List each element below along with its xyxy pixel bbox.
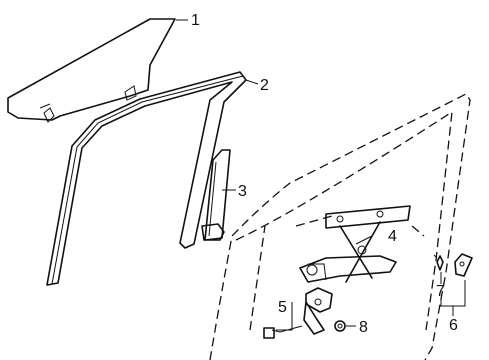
glass-run-channel [46, 71, 247, 286]
leader-lines [176, 19, 466, 331]
clip [433, 254, 444, 271]
door-outline [209, 93, 471, 360]
grommet [334, 320, 346, 332]
callout-8: 8 [359, 319, 368, 336]
callout-7: 7 [436, 283, 445, 300]
callout-6: 6 [449, 317, 458, 334]
clip-large [454, 253, 473, 277]
rear-channel-guide [201, 149, 231, 241]
callout-3: 3 [238, 183, 247, 200]
callout-2: 2 [260, 77, 269, 94]
door-glass [7, 18, 176, 123]
callout-4: 4 [388, 228, 397, 245]
window-regulator [299, 205, 411, 283]
callout-5: 5 [278, 299, 287, 316]
callout-1: 1 [191, 12, 200, 29]
regulator-motor [263, 287, 333, 339]
